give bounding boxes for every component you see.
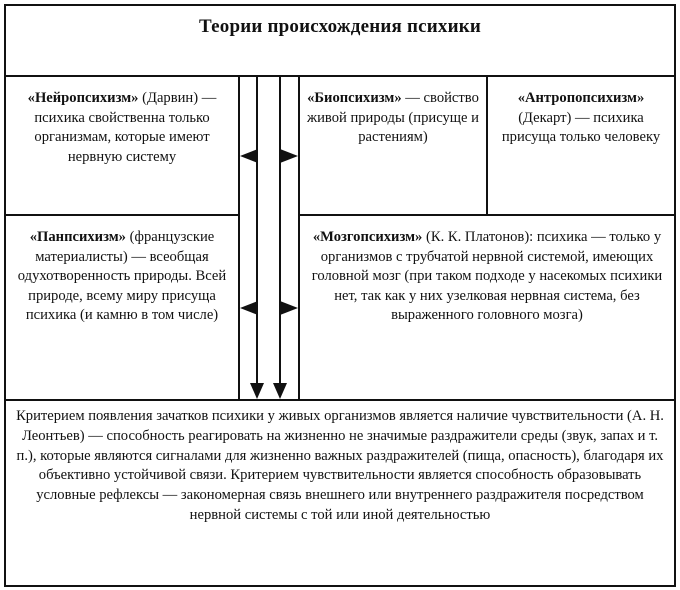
theory-anthropopsychism: «Антропопсихизм» (Декарт) — психика прис… [486,75,676,216]
diagram-title-box: Теории происхождения психики [4,4,676,77]
arrow-left-row1 [240,149,258,163]
criterion-text: Критерием появления зачатков психики у ж… [16,408,664,523]
theory-name: «Мозгопсихизм» [312,229,423,245]
theory-text: (Дарвин) — психика свойственна только ор… [34,90,217,165]
criterion-box: Критерием появления зачатков психики у ж… [4,399,676,587]
arrow-right-row2 [280,301,298,315]
theory-text: (Декарт) — психика присуща только челове… [501,109,661,146]
theory-text: (К. К. Платонов): психика — только у орг… [311,229,663,323]
arrow-down-left [250,383,264,399]
theory-name: «Панпсихизм» [29,229,126,245]
arrow-left-row2 [240,301,258,315]
arrow-down-right [273,383,287,399]
theory-name: «Антропопсихизм» [517,90,645,106]
theory-text: (французские материалисты) — всеобщая од… [17,229,227,323]
theory-text: — свойство живой природы (присуще и раст… [307,90,479,145]
theory-biopsychism: «Биопсихизм» — свойство живой природы (п… [298,75,488,216]
arrow-right-row1 [280,149,298,163]
theory-brainpsychism: «Мозгопсихизм» (К. К. Платонов): психика… [298,214,676,401]
diagram-title: Теории происхождения психики [198,16,482,37]
theory-neuropsychism: «Нейропсихизм» (Дарвин) — психика свойст… [4,75,240,216]
theory-name: «Биопсихизм» [307,90,402,106]
theory-name: «Нейропсихизм» [27,90,139,106]
theory-panpsychism: «Панпсихизм» (французские материалисты) … [4,214,240,401]
